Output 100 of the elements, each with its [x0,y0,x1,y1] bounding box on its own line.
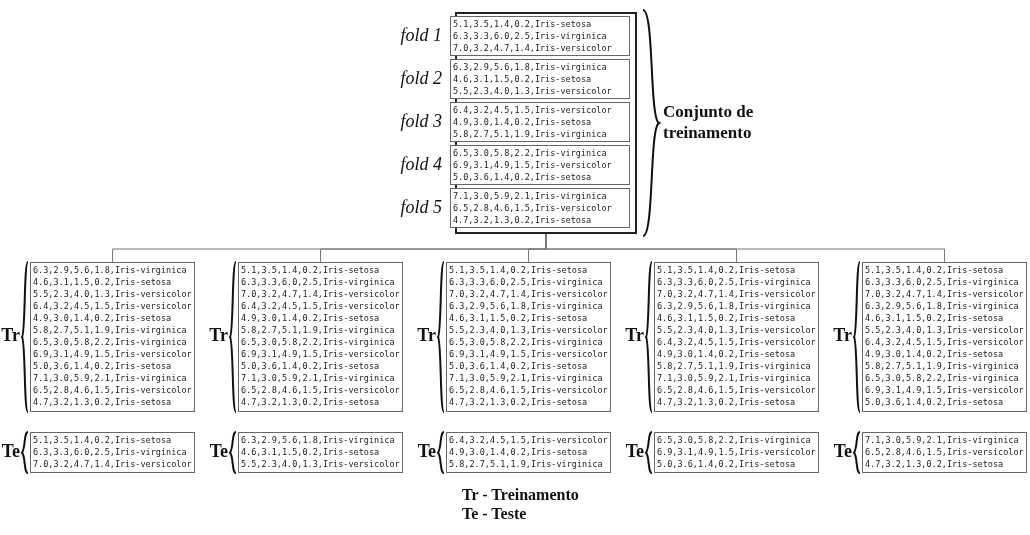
data-row: 7.0,3.2,4.7,1.4,Iris-versicolor [241,288,400,300]
set-label: Te [625,440,644,462]
data-row: 6.5,2.8,4.6,1.5,Iris-versicolor [33,384,192,396]
data-row: 5.0,3.6,1.4,0.2,Iris-setosa [453,171,592,183]
data-row: 5.8,2.7,5.1,1.9,Iris-virginica [657,360,811,372]
data-row: 6.5,3.0,5.8,2.2,Iris-virginica [33,336,187,348]
data-row: 6.3,2.9,5.6,1.8,Iris-virginica [453,61,607,73]
data-row: 7.1,3.0,5.9,2.1,Iris-virginica [865,434,1019,446]
data-box [450,59,630,99]
data-row: 5.5,2.3,4.0,1.3,Iris-versicolor [241,458,400,470]
data-box [450,188,630,228]
data-row: 5.0,3.6,1.4,0.2,Iris-setosa [33,360,172,372]
data-row: 7.1,3.0,5.9,2.1,Iris-virginica [241,372,395,384]
data-row: 7.0,3.2,4.7,1.4,Iris-versicolor [33,458,192,470]
data-row: 7.1,3.0,5.9,2.1,Iris-virginica [453,190,607,202]
set-label: Tr [1,325,20,346]
data-row: 6.9,3.1,4.9,1.5,Iris-versicolor [33,348,192,360]
data-row: 6.5,2.8,4.6,1.5,Iris-versicolor [657,384,816,396]
set-label: Tr [209,325,228,346]
data-box [446,432,611,473]
data-row: 5.5,2.3,4.0,1.3,Iris-versicolor [453,85,612,97]
data-row: 4.9,3.0,1.4,0.2,Iris-setosa [865,348,1004,360]
data-row: 6.5,3.0,5.8,2.2,Iris-virginica [241,336,395,348]
data-box [30,432,195,473]
data-box [862,432,1027,473]
fold-label: fold 3 [400,111,442,132]
data-row: 4.7,3.2,1.3,0.2,Iris-setosa [657,396,796,408]
data-row: 5.8,2.7,5.1,1.9,Iris-virginica [449,458,603,470]
data-row: 7.0,3.2,4.7,1.4,Iris-versicolor [865,288,1024,300]
data-row: 6.4,3.2,4.5,1.5,Iris-versicolor [449,434,608,446]
data-row: 6.9,3.1,4.9,1.5,Iris-versicolor [453,159,612,171]
fold-label: fold 4 [400,154,442,175]
data-row: 4.6,3.1,1.5,0.2,Iris-setosa [865,312,1004,324]
data-row: 6.5,2.8,4.6,1.5,Iris-versicolor [449,384,608,396]
data-row: 6.9,3.1,4.9,1.5,Iris-versicolor [449,348,608,360]
data-box [238,432,403,473]
fold-label: fold 1 [400,25,442,46]
data-row: 5.8,2.7,5.1,1.9,Iris-virginica [33,324,187,336]
data-row: 4.7,3.2,1.3,0.2,Iris-setosa [865,458,1004,470]
data-row: 6.5,3.0,5.8,2.2,Iris-virginica [449,336,603,348]
group-label: Conjunto de treinamento [663,101,755,143]
data-row: 4.6,3.1,1.5,0.2,Iris-setosa [449,312,588,324]
data-row: 6.3,2.9,5.6,1.8,Iris-virginica [33,264,187,276]
data-row: 4.6,3.1,1.5,0.2,Iris-setosa [241,446,380,458]
data-box [450,16,630,56]
data-row: 4.9,3.0,1.4,0.2,Iris-setosa [33,312,172,324]
data-row: 6.3,3.3,6.0,2.5,Iris-virginica [33,446,187,458]
data-row: 6.9,3.1,4.9,1.5,Iris-versicolor [657,446,816,458]
data-row: 5.1,3.5,1.4,0.2,Iris-setosa [453,18,592,30]
data-row: 5.8,2.7,5.1,1.9,Iris-virginica [453,128,607,140]
data-row: 6.3,3.3,6.0,2.5,Iris-virginica [865,276,1019,288]
data-box [862,262,1027,412]
data-row: 6.5,2.8,4.6,1.5,Iris-versicolor [453,202,612,214]
data-row: 6.4,3.2,4.5,1.5,Iris-versicolor [453,104,612,116]
data-box [654,432,819,473]
data-row: 5.0,3.6,1.4,0.2,Iris-setosa [449,360,588,372]
connector-line [545,233,945,263]
data-row: 5.1,3.5,1.4,0.2,Iris-setosa [449,264,588,276]
data-box [238,262,403,412]
data-row: 5.5,2.3,4.0,1.3,Iris-versicolor [449,324,608,336]
data-row: 4.9,3.0,1.4,0.2,Iris-setosa [657,348,796,360]
data-row: 7.0,3.2,4.7,1.4,Iris-versicolor [657,288,816,300]
data-row: 6.3,3.3,6.0,2.5,Iris-virginica [449,276,603,288]
data-row: 6.3,2.9,5.6,1.8,Iris-virginica [657,300,811,312]
data-box [450,102,630,142]
data-box [450,145,630,185]
data-row: 5.5,2.3,4.0,1.3,Iris-versicolor [33,288,192,300]
data-row: 5.5,2.3,4.0,1.3,Iris-versicolor [657,324,816,336]
data-row: 5.1,3.5,1.4,0.2,Iris-setosa [33,434,172,446]
data-row: 5.8,2.7,5.1,1.9,Iris-virginica [241,324,395,336]
data-row: 4.9,3.0,1.4,0.2,Iris-setosa [449,446,588,458]
data-row: 4.6,3.1,1.5,0.2,Iris-setosa [453,73,592,85]
set-label: Te [833,440,852,462]
data-row: 6.5,3.0,5.8,2.2,Iris-virginica [865,372,1019,384]
data-row: 4.9,3.0,1.4,0.2,Iris-setosa [453,116,592,128]
data-row: 6.4,3.2,4.5,1.5,Iris-versicolor [865,336,1024,348]
data-row: 4.7,3.2,1.3,0.2,Iris-setosa [449,396,588,408]
data-row: 6.4,3.2,4.5,1.5,Iris-versicolor [657,336,816,348]
data-row: 4.7,3.2,1.3,0.2,Iris-setosa [241,396,380,408]
data-row: 7.1,3.0,5.9,2.1,Iris-virginica [33,372,187,384]
data-row: 5.0,3.6,1.4,0.2,Iris-setosa [241,360,380,372]
set-label: Te [417,440,436,462]
data-row: 5.0,3.6,1.4,0.2,Iris-setosa [657,458,796,470]
data-row: 6.3,3.3,6.0,2.5,Iris-virginica [241,276,395,288]
data-row: 4.6,3.1,1.5,0.2,Iris-setosa [33,276,172,288]
data-row: 6.3,2.9,5.6,1.8,Iris-virginica [449,300,603,312]
data-row: 6.5,3.0,5.8,2.2,Iris-virginica [453,147,607,159]
fold-label: fold 5 [400,197,442,218]
set-label: Te [209,440,228,462]
data-row: 5.1,3.5,1.4,0.2,Iris-setosa [657,264,796,276]
set-label: Te [1,440,20,462]
data-row: 6.9,3.1,4.9,1.5,Iris-versicolor [865,384,1024,396]
data-row: 5.1,3.5,1.4,0.2,Iris-setosa [241,264,380,276]
data-row: 6.3,2.9,5.6,1.8,Iris-virginica [865,300,1019,312]
data-box [654,262,819,412]
data-row: 5.1,3.5,1.4,0.2,Iris-setosa [865,264,1004,276]
data-row: 6.3,3.3,6.0,2.5,Iris-virginica [657,276,811,288]
data-row: 7.1,3.0,5.9,2.1,Iris-virginica [449,372,603,384]
data-row: 6.3,2.9,5.6,1.8,Iris-virginica [241,434,395,446]
data-box [446,262,611,412]
